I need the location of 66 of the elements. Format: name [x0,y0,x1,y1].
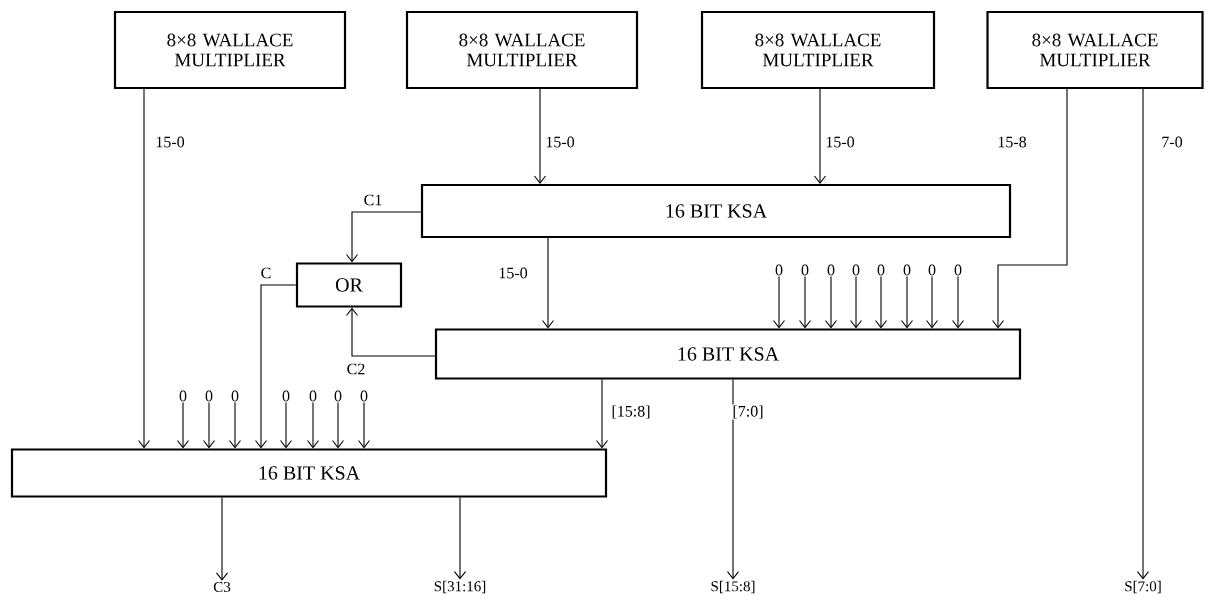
edge-label: 15-0 [154,135,186,149]
multiplier-box: 8×8 WALLACE MULTIPLIER [986,10,1204,90]
arrow [772,276,786,329]
arrow [1136,88,1150,580]
arrow [453,497,467,580]
edge-label: 7-0 [1160,135,1184,149]
output-label: C3 [213,581,231,593]
edge-label: 15-0 [544,135,576,149]
adder-box: 16 BIT KSA [434,328,1022,380]
arrow [595,379,609,449]
edge-label: C2 [345,362,367,376]
arrow [726,379,740,580]
edge-label: C [259,266,273,280]
adder-box: 16 BIT KSA [10,448,608,498]
arrow [813,88,827,184]
constant-label: 0 [827,264,835,276]
multiplier-box: 8×8 WALLACE MULTIPLIER [700,10,936,90]
arrow [798,276,812,329]
constant-label: 0 [801,264,809,276]
arrow [345,307,436,357]
or-gate-box: OR [295,262,403,308]
constant-label: 0 [852,264,860,276]
constant-label: 0 [309,390,317,402]
edge-label: 15-8 [996,135,1028,149]
multiplier-box: 8×8 WALLACE MULTIPLIER [405,10,639,90]
arrow [925,276,939,329]
arrow [824,276,838,329]
constant-label: 0 [231,390,239,402]
arrow [357,402,371,449]
constant-label: 0 [334,390,342,402]
constant-label: 0 [205,390,213,402]
arrow [254,284,297,449]
arrow [137,88,151,449]
arrow [541,237,555,329]
arrow [279,402,293,449]
arrow [991,88,1068,329]
output-label: S[15:8] [711,580,755,594]
edge-label: C1 [362,193,384,207]
arrow [215,497,229,581]
arrow [900,276,914,329]
constant-label: 0 [903,264,911,276]
edge-label: [15:8] [610,404,652,420]
arrow [202,402,216,449]
arrow [345,211,422,263]
output-label: S[31:16] [434,580,486,594]
edge-label: 15-0 [497,266,529,280]
constant-label: 0 [877,264,885,276]
arrow [331,402,345,449]
adder-box: 16 BIT KSA [420,183,1012,239]
constant-label: 0 [954,264,962,276]
arrow [874,276,888,329]
arrow [306,402,320,449]
constant-label: 0 [360,390,368,402]
constant-label: 0 [928,264,936,276]
edge-label: 15-0 [824,135,856,149]
constant-label: 0 [282,390,290,402]
arrow [849,276,863,329]
arrow [533,88,547,184]
constant-label: 0 [179,390,187,402]
arrow [951,276,965,329]
edge-label: [7:0] [731,404,765,420]
multiplier-box: 8×8 WALLACE MULTIPLIER [113,10,347,90]
output-label: S[7:0] [1125,580,1161,594]
arrow [176,402,190,449]
constant-label: 0 [775,264,783,276]
arrow [228,402,242,449]
